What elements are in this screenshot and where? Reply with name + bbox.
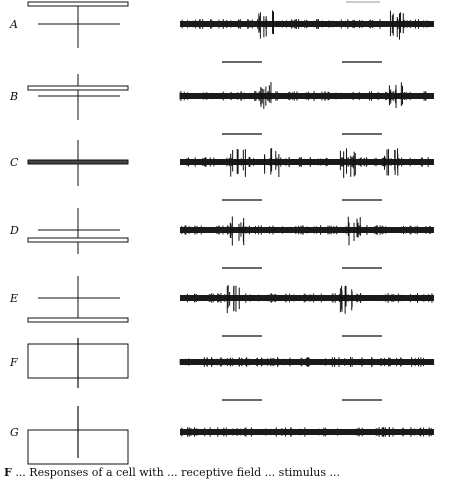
- recording-trace: [180, 93, 434, 99]
- recording-trace: [180, 429, 434, 435]
- row-label-c: C: [10, 156, 19, 169]
- row-label-e: E: [9, 292, 18, 305]
- caption-lead: F: [4, 466, 12, 479]
- row-label-g: G: [10, 426, 19, 439]
- recording-trace: [180, 159, 434, 165]
- recording-trace: [180, 295, 434, 301]
- row-label-f: F: [9, 356, 18, 369]
- row-label-b: B: [9, 90, 18, 103]
- row-label-d: D: [9, 224, 19, 237]
- caption-text: ... Responses of a cell with ... recepti…: [15, 466, 341, 479]
- stimulus-bar-overlap: [27, 159, 129, 165]
- stimulus-bar: [27, 317, 129, 323]
- figure-caption: F ... Responses of a cell with ... recep…: [0, 466, 474, 482]
- stimulus-bar: [27, 237, 129, 243]
- row-label-a: A: [9, 18, 18, 31]
- stimulus-bar: [27, 1, 129, 7]
- stimulus-bar: [27, 85, 129, 91]
